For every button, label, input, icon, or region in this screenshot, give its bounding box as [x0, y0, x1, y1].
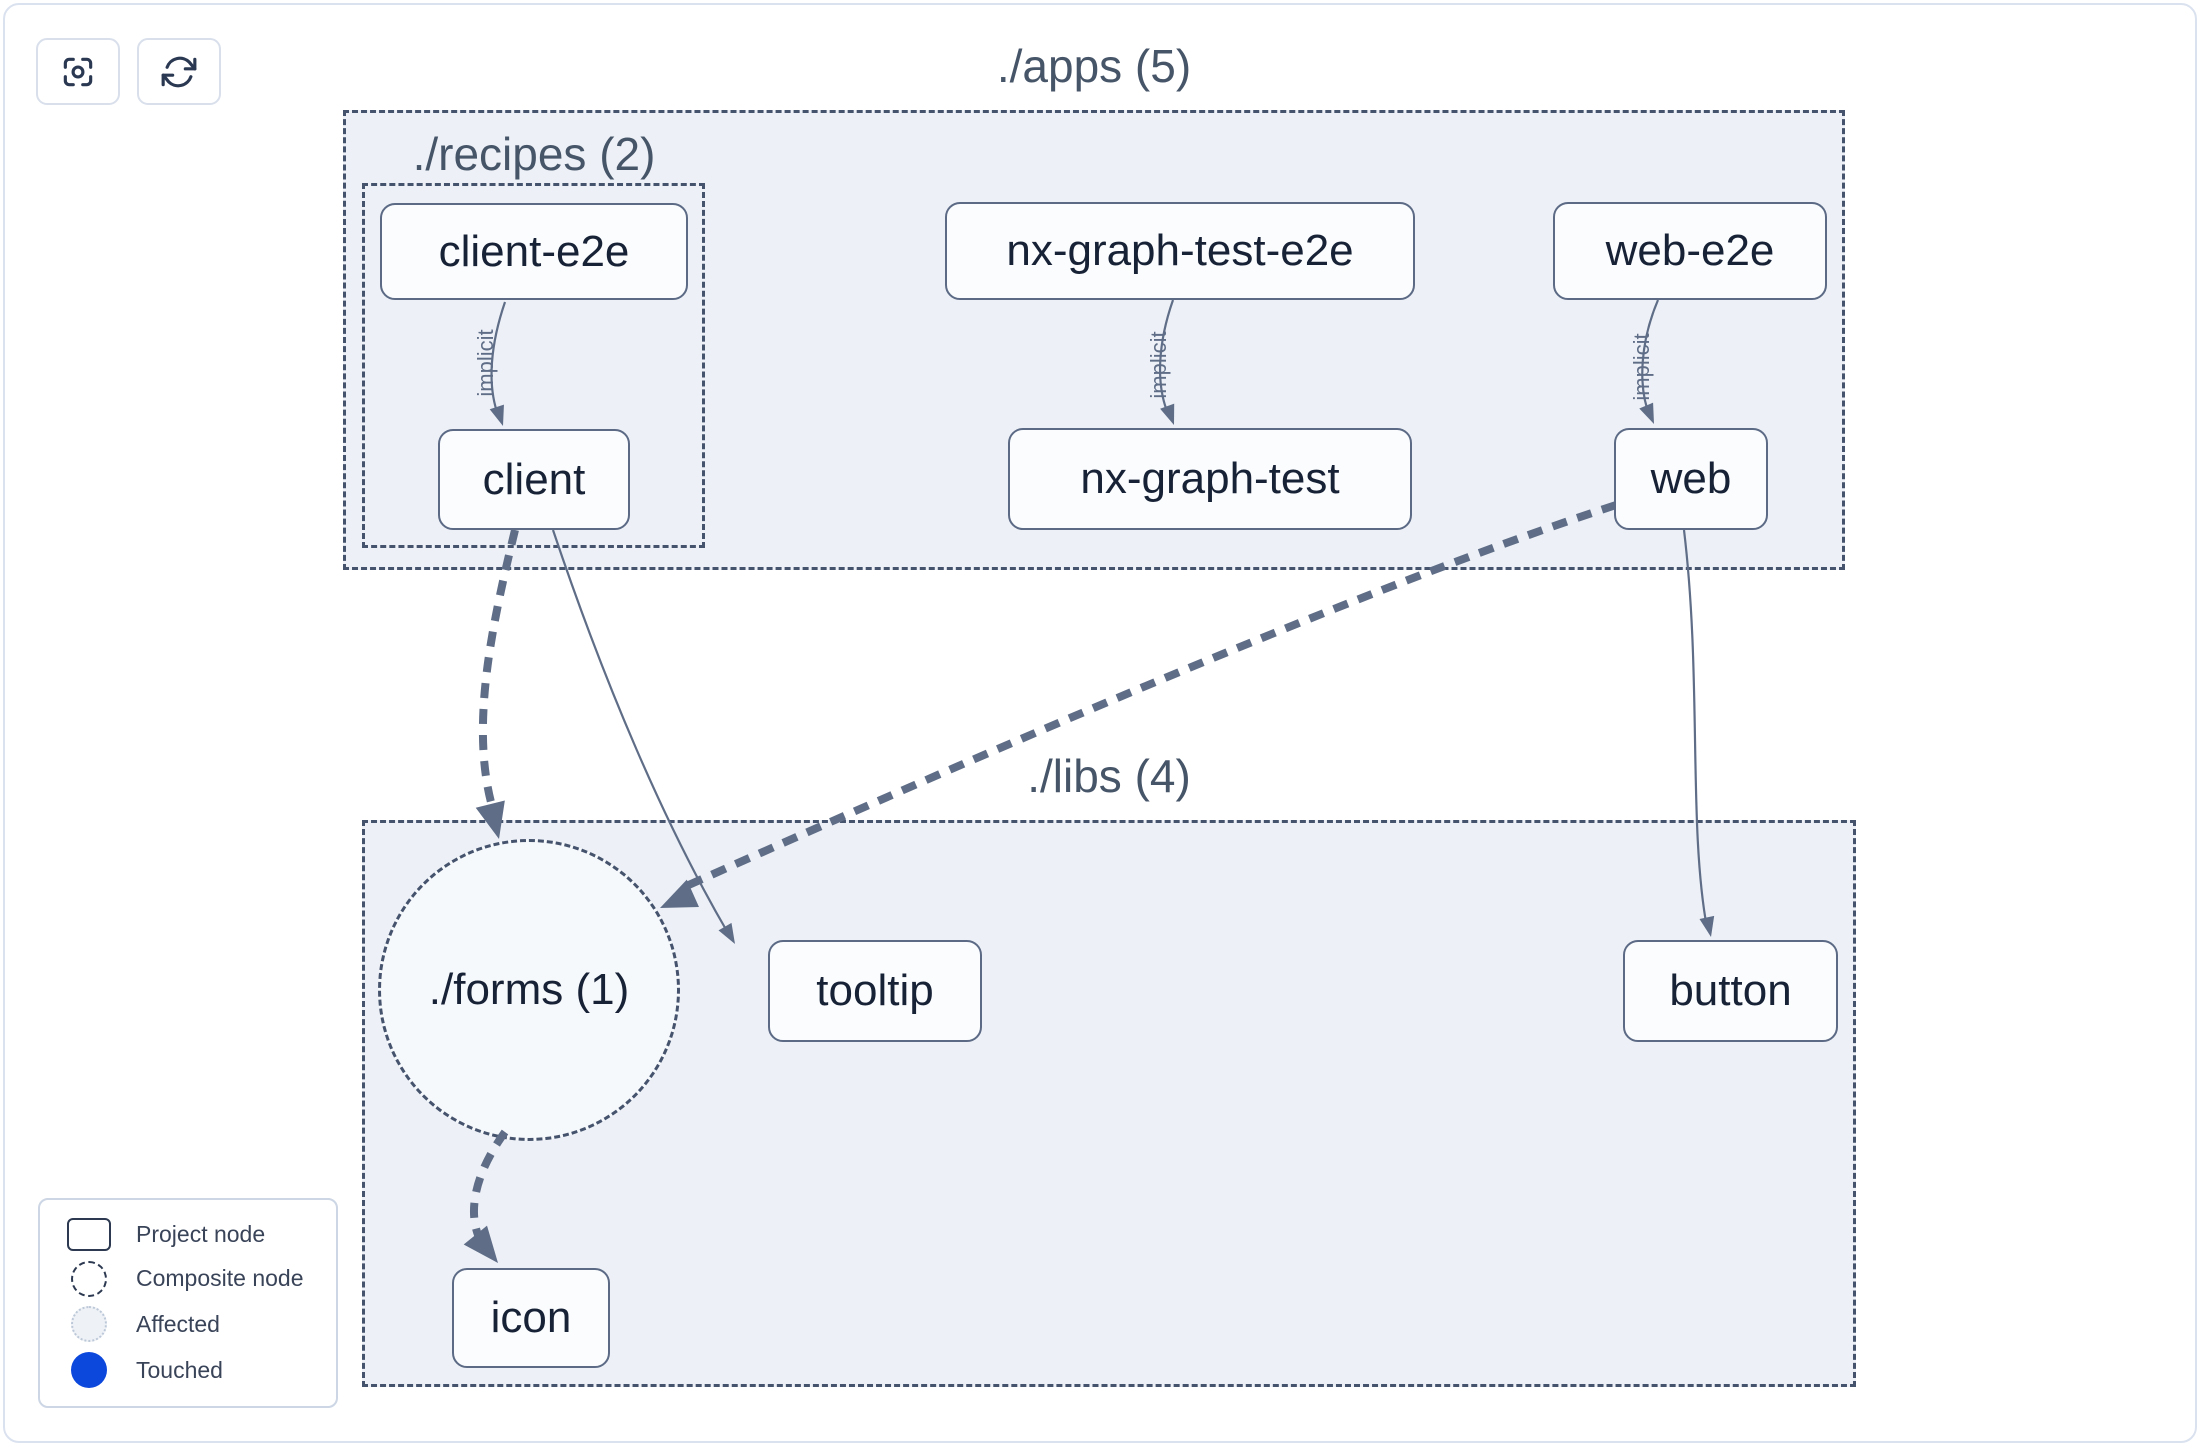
refresh-icon: [160, 53, 198, 91]
node-nx-graph-test-e2e-label: nx-graph-test-e2e: [1006, 226, 1354, 275]
node-nx-graph-test-e2e[interactable]: nx-graph-test-e2e: [945, 202, 1415, 300]
affected-swatch: [64, 1306, 114, 1343]
node-tooltip-label: tooltip: [816, 966, 934, 1015]
arrowhead-button: [1699, 915, 1715, 937]
node-button[interactable]: button: [1623, 940, 1838, 1042]
zoom-to-fit-button[interactable]: [36, 38, 120, 105]
node-button-label: button: [1669, 966, 1792, 1015]
edge-web-to-forms: [680, 501, 1618, 892]
node-client-label: client: [482, 454, 586, 504]
legend-label: Project node: [136, 1220, 266, 1247]
node-icon-label: icon: [490, 1293, 572, 1342]
composite-node-forms-label: ./forms (1): [428, 965, 630, 1014]
arrowhead-nx-graph-test: [1160, 403, 1175, 425]
arrowhead-forms-from-client: [475, 800, 505, 839]
edge-client-e2e-to-client: [490, 301, 507, 421]
arrowhead-tooltip: [718, 922, 735, 944]
arrowhead-icon: [463, 1225, 498, 1263]
node-nx-graph-test[interactable]: nx-graph-test: [1008, 428, 1412, 530]
node-web-e2e-label: web-e2e: [1605, 226, 1775, 275]
edge-client-to-tooltip: [551, 529, 729, 934]
legend-item-composite-node: Composite node: [40, 1260, 336, 1297]
node-tooltip[interactable]: tooltip: [768, 940, 982, 1042]
refresh-button[interactable]: [137, 38, 221, 105]
node-client-e2e-label: client-e2e: [438, 226, 630, 276]
edge-client-to-forms: [478, 529, 519, 808]
composite-node-swatch: [64, 1260, 114, 1297]
node-icon[interactable]: icon: [452, 1268, 610, 1368]
node-web-e2e[interactable]: web-e2e: [1553, 202, 1827, 300]
arrowhead-forms-from-web: [660, 879, 699, 908]
cluster-recipes: [362, 183, 705, 548]
edge-web-e2e-to-web: [1641, 299, 1660, 418]
cluster-libs: [362, 820, 1856, 1387]
edge-web-to-button: [1682, 529, 1709, 929]
touched-swatch: [64, 1352, 114, 1389]
legend: Project node Composite node Affected Tou…: [38, 1198, 338, 1408]
focus-icon: [59, 53, 97, 91]
legend-label: Touched: [136, 1356, 223, 1383]
legend-item-affected: Affected: [40, 1306, 336, 1343]
node-web-label: web: [1650, 454, 1732, 503]
node-nx-graph-test-label: nx-graph-test: [1080, 454, 1340, 503]
edge-nx-graph-test-e2e-to-nx-graph-test: [1158, 299, 1175, 419]
composite-node-forms[interactable]: ./forms (1): [378, 839, 680, 1141]
node-client[interactable]: client: [438, 429, 630, 530]
legend-label: Affected: [136, 1310, 220, 1337]
node-web[interactable]: web: [1614, 428, 1768, 530]
toolbar: [36, 38, 221, 105]
legend-label: Composite node: [136, 1265, 304, 1292]
arrowhead-web: [1639, 402, 1654, 424]
legend-item-project-node: Project node: [40, 1217, 336, 1251]
page-border: [3, 3, 2197, 1443]
legend-item-touched: Touched: [40, 1352, 336, 1389]
project-node-swatch: [64, 1217, 114, 1251]
node-client-e2e[interactable]: client-e2e: [380, 203, 688, 300]
arrowhead-client: [489, 404, 504, 426]
